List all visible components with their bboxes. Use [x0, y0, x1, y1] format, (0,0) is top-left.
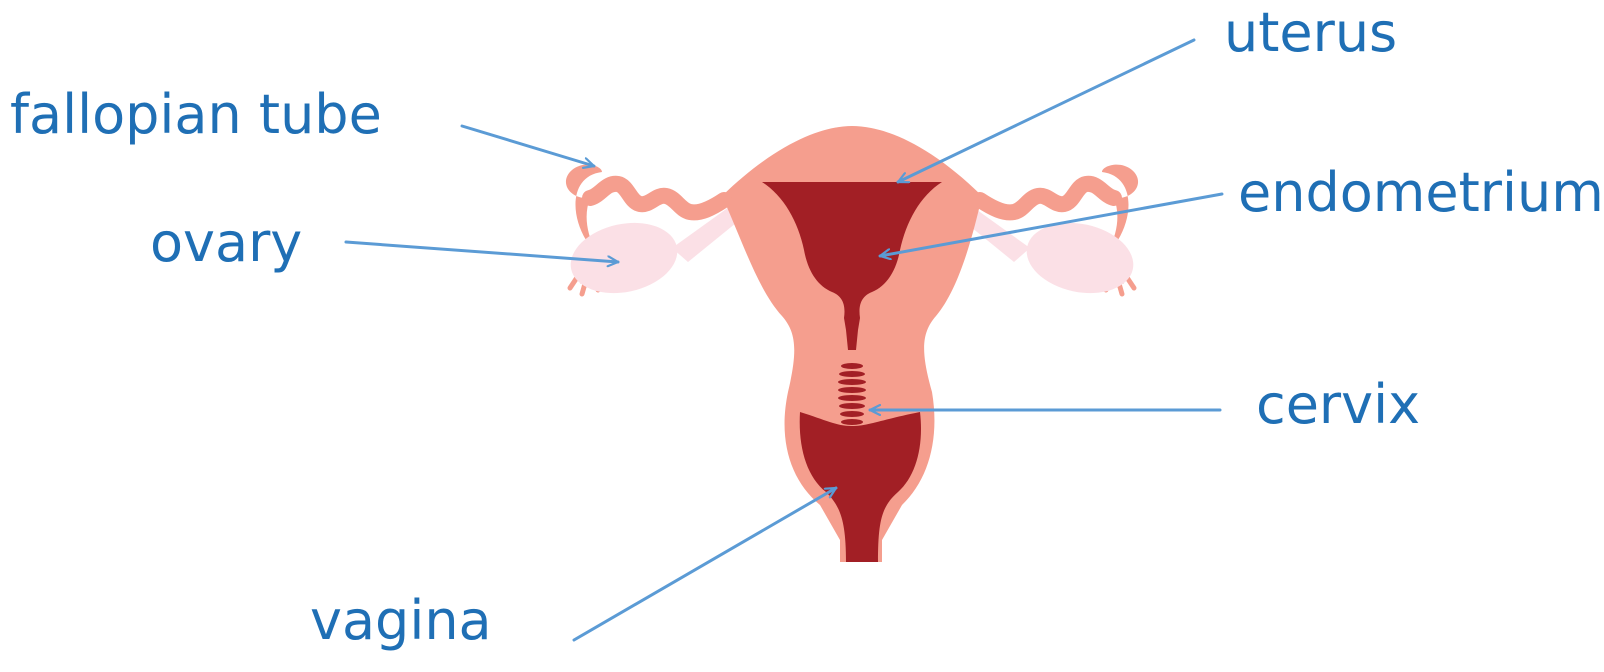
- label-cervix: cervix: [1256, 378, 1420, 432]
- label-uterus: uterus: [1224, 6, 1397, 60]
- left-fallopian-tube: [590, 184, 724, 213]
- label-endometrium: endometrium: [1238, 166, 1604, 220]
- arrow-vagina: [574, 488, 836, 640]
- right-fallopian-tube: [980, 184, 1114, 213]
- label-vagina: vagina: [310, 594, 492, 648]
- label-ovary: ovary: [150, 216, 302, 270]
- label-fallopian-tube: fallopian tube: [10, 88, 382, 142]
- arrow-uterus: [898, 40, 1194, 182]
- arrow-fallopian-tube: [462, 126, 594, 166]
- pointer-arrows: [346, 40, 1222, 640]
